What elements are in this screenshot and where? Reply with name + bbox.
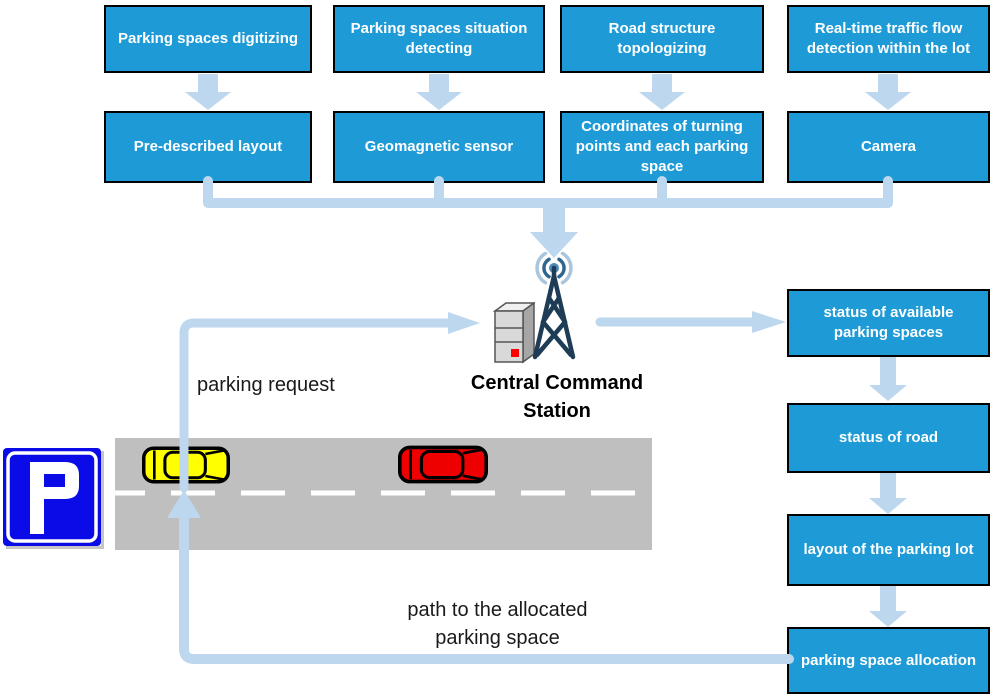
path-to-space-label: path to the allocated parking space	[407, 599, 588, 649]
box-label: Road structure topologizing	[608, 20, 716, 57]
parking-request-arrowhead	[448, 312, 480, 334]
box-parking-spaces-digitizing: Parking spaces digitizing	[104, 5, 312, 73]
down-arrow-situation	[416, 74, 462, 110]
down-arrow-traffic	[865, 74, 911, 110]
box-road-structure-topologizing: Road structure topologizing	[560, 5, 764, 73]
box-label: Geomagnetic sensor	[364, 138, 514, 155]
down-arrow-digitizing	[185, 74, 231, 110]
box-label: layout of the parking lot	[803, 541, 974, 558]
parking-sign-icon	[3, 448, 101, 546]
antenna-icon	[532, 252, 576, 360]
box-label: Coordinates of turning points and each p…	[575, 118, 749, 175]
box-camera: Camera	[787, 111, 990, 183]
central-command-station-label: Central Command Station	[470, 372, 644, 422]
path-to-space-connector	[179, 509, 794, 664]
down-arrow-output-1	[869, 357, 907, 401]
bus-to-station-arrow	[530, 200, 578, 258]
sensor-bus-connector	[203, 176, 893, 208]
parking-request-connector	[179, 318, 455, 493]
server-icon	[493, 302, 535, 364]
box-label: Real-time traffic flow detection within …	[806, 20, 971, 57]
box-realtime-traffic-flow-detection: Real-time traffic flow detection within …	[787, 5, 990, 73]
box-coordinates-of-turning-points: Coordinates of turning points and each p…	[560, 111, 764, 183]
box-label: status of available parking spaces	[823, 304, 954, 341]
box-label: Parking spaces digitizing	[117, 30, 299, 47]
box-label: Pre-described layout	[133, 138, 283, 155]
road-center-dashes	[115, 490, 652, 496]
red-car-icon	[398, 445, 488, 484]
path-arrowhead	[167, 490, 201, 518]
down-arrow-output-2	[869, 473, 907, 514]
box-status-available-parking-spaces: status of available parking spaces	[787, 289, 990, 357]
box-label: Camera	[860, 138, 917, 155]
box-parking-space-allocation: parking space allocation	[787, 627, 990, 694]
box-geomagnetic-sensor: Geomagnetic sensor	[333, 111, 545, 183]
station-output-arrowhead	[752, 311, 786, 333]
down-arrow-output-3	[869, 586, 907, 627]
box-label: Parking spaces situation detecting	[350, 20, 528, 57]
box-parking-spaces-situation-detecting: Parking spaces situation detecting	[333, 5, 545, 73]
parking-request-label: parking request	[197, 374, 335, 396]
box-label: parking space allocation	[800, 651, 977, 669]
box-pre-described-layout: Pre-described layout	[104, 111, 312, 183]
down-arrow-topologizing	[639, 74, 685, 110]
box-label: status of road	[838, 429, 939, 446]
box-status-of-road: status of road	[787, 403, 990, 473]
box-layout-of-parking-lot: layout of the parking lot	[787, 514, 990, 586]
